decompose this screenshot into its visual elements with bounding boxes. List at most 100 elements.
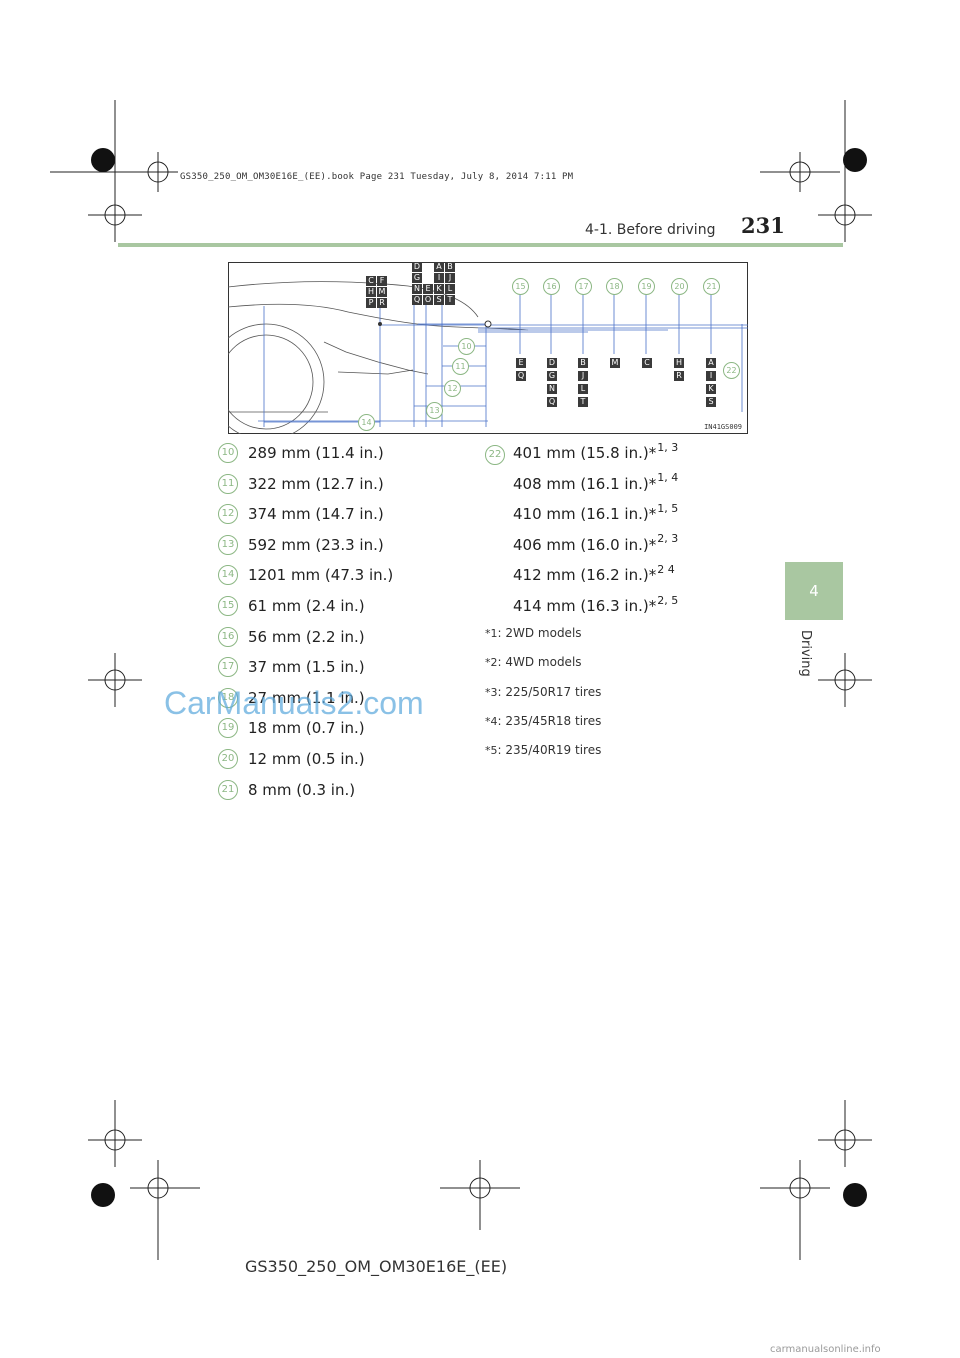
dimension-value: 322 mm (12.7 in.) — [248, 474, 384, 493]
clearance-row: 406 mm (16.0 in.)*2, 3 — [513, 532, 678, 558]
letter-box-r: R — [674, 371, 684, 381]
dimension-badge: 21 — [218, 779, 238, 800]
dimension-badge-15: 15 — [512, 278, 529, 295]
chapter-number: 4 — [809, 582, 819, 600]
clearance-footnote-ref: 2 4 — [657, 562, 675, 576]
clearance-value: 412 mm (16.2 in.)* — [513, 566, 657, 585]
letter-box-h: H — [674, 358, 684, 368]
dimension-badge-19: 19 — [638, 278, 655, 295]
dimension-badge: 11 — [218, 473, 238, 494]
dimension-badge-20: 20 — [671, 278, 688, 295]
clearance-value: 414 mm (16.3 in.)* — [513, 597, 657, 615]
letter-box-m: M — [610, 358, 620, 368]
letter-box-l: L — [445, 284, 455, 294]
letter-box-c: C — [366, 276, 376, 286]
footnote-mark: *3 — [485, 685, 498, 699]
letter-box-n: N — [412, 284, 422, 294]
site-credit: carmanualsonline.info — [770, 1344, 881, 1355]
clearance-row: 414 mm (16.3 in.)*2, 5 — [513, 593, 678, 619]
letter-box-j: J — [578, 371, 588, 381]
dimension-badge: 15 — [218, 596, 238, 616]
footnote-mark: *1 — [485, 627, 498, 640]
letter-box-r: R — [377, 298, 387, 308]
clearance-footnote-ref: 1, 5 — [657, 501, 679, 515]
dimension-badge: 13 — [218, 534, 238, 555]
book-header: GS350_250_OM_OM30E16E_(EE).book Page 231… — [180, 172, 574, 182]
dimension-badge: 17 — [218, 657, 238, 678]
clearance-value: 406 mm (16.0 in.)* — [513, 535, 657, 554]
dimension-row-21: 21 8 mm (0.3 in.) — [218, 777, 355, 803]
letter-box-k: K — [434, 284, 444, 294]
dimension-value: 8 mm (0.3 in.) — [248, 780, 356, 799]
clearance-row: 401 mm (15.8 in.)*1, 3 — [513, 440, 678, 466]
letter-box-i: I — [434, 273, 444, 283]
chapter-label: Driving — [798, 630, 813, 677]
diagram-code: IN41GS009 — [704, 423, 742, 431]
footnote-mark: *4 — [485, 714, 498, 728]
letter-box-n: N — [547, 384, 557, 394]
dimension-badge-13: 13 — [426, 402, 443, 419]
dimension-row-15: 15 61 mm (2.4 in.) — [218, 593, 365, 619]
footnote: *3: 225/50R17 tires — [485, 685, 601, 699]
clearance-value: 410 mm (16.1 in.)* — [513, 505, 657, 524]
chapter-tab: 4 — [785, 562, 843, 620]
clearance-footnote-ref: 2, 5 — [657, 593, 679, 607]
footnote-text: : 4WD models — [497, 655, 582, 670]
dimension-badge-22: 22 — [723, 362, 740, 379]
clearance-row: 410 mm (16.1 in.)*1, 5 — [513, 501, 678, 527]
letter-box-j: J — [445, 273, 455, 283]
letter-box-s: S — [434, 295, 444, 305]
section-title: 4-1. Before driving — [585, 222, 716, 238]
clearance-row: 408 mm (16.1 in.)*1, 4 — [513, 471, 678, 497]
footnote-text: : 2WD models — [497, 626, 582, 640]
page-number: 231 — [741, 213, 785, 238]
dimension-value: 289 mm (11.4 in.) — [248, 444, 384, 462]
letter-box-o: O — [423, 295, 433, 305]
footnote-text: : 235/45R18 tires — [497, 713, 602, 728]
dimension-value: 61 mm (2.4 in.) — [248, 597, 365, 615]
letter-box-q: Q — [547, 397, 557, 407]
dimension-badge: 10 — [218, 443, 238, 463]
dimension-row-17: 17 37 mm (1.5 in.) — [218, 654, 365, 680]
footnote-text: : 235/40R19 tires — [497, 743, 602, 758]
clearance-footnote-ref: 1, 4 — [657, 471, 679, 485]
letter-box-g: G — [412, 273, 422, 283]
dimension-badge-21: 21 — [703, 278, 720, 295]
dimension-value: 56 mm (2.2 in.) — [248, 627, 365, 646]
dimension-row-10: 10 289 mm (11.4 in.) — [218, 440, 384, 466]
letter-box-b: B — [445, 262, 455, 272]
clearance-value: 401 mm (15.8 in.)* — [513, 444, 657, 462]
dimension-badge-17: 17 — [575, 278, 592, 295]
dimension-badge-16: 16 — [543, 278, 560, 295]
letter-box-a: A — [706, 358, 716, 368]
clearance-footnote-ref: 2, 3 — [657, 532, 679, 546]
letter-box-t: T — [578, 397, 588, 407]
letter-box-k: K — [706, 384, 716, 394]
dimension-badge-14: 14 — [358, 414, 375, 431]
letter-box-f: F — [377, 276, 387, 286]
dimension-badge-12: 12 — [444, 380, 461, 397]
footnote: *2: 4WD models — [485, 655, 582, 669]
footnotes: *1: 2WD models *2: 4WD models *3: 225/50R1… — [485, 626, 745, 776]
letter-box-d: D — [412, 262, 422, 272]
footer-code: GS350_250_OM_OM30E16E_(EE) — [245, 1257, 508, 1276]
letter-box-e: E — [516, 358, 526, 368]
letter-box-g: G — [547, 371, 557, 381]
footnote: *5: 235/40R19 tires — [485, 743, 601, 757]
dimension-value: 27 mm (1.1 in.) — [248, 688, 365, 707]
letter-box-h: H — [366, 287, 376, 297]
letter-box-s: S — [706, 397, 716, 407]
letter-box-p: P — [366, 298, 376, 308]
dimension-value: 37 mm (1.5 in.) — [248, 658, 365, 677]
letter-box-c: C — [642, 358, 652, 368]
dimension-badge-11: 11 — [452, 358, 469, 375]
